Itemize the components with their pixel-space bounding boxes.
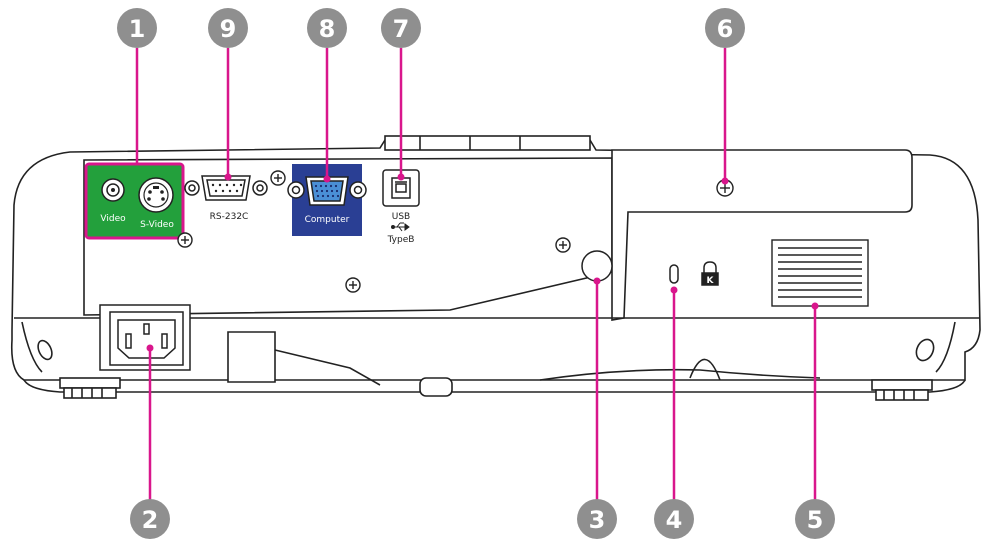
callout-number: 3 [589,506,606,534]
svg-text:K: K [707,276,715,286]
rs232c-port [184,175,268,201]
callout-badge-7: 7 [381,8,421,48]
remote-receiver [581,250,613,282]
screw-icon [270,170,286,186]
rear-foot [419,377,453,397]
adjustable-foot-left [59,377,121,399]
callout-number: 2 [142,506,159,534]
callout-badge-8: 8 [307,8,347,48]
projector-body [10,135,981,401]
rs232c-label: RS-232C [210,212,249,222]
callout-lines [135,48,817,504]
usb-port [382,169,420,207]
callout-badge-2: 2 [130,499,170,539]
callout-number: 6 [717,15,734,43]
callout-badge-6: 6 [705,8,745,48]
video-svideo-ports: Video S-Video [84,162,185,240]
callout-badge-1: 1 [117,8,157,48]
callout-number: 8 [319,15,336,43]
callout-badge-9: 9 [208,8,248,48]
lamp-cover-screw [716,179,734,197]
callout-number: 1 [129,15,146,43]
callout-number: 9 [220,15,237,43]
adjustable-foot-right [871,379,933,401]
usb-symbol-icon [391,222,410,232]
usb-label: USB [392,212,410,222]
air-exhaust-vent [771,239,869,307]
screw-icon [177,232,193,248]
computer-label: Computer [305,215,350,225]
usb-type-label: TypeB [387,235,415,245]
screw-icon [345,277,361,293]
svideo-label: S-Video [140,220,174,230]
lock-icon: K [701,261,719,286]
callout-number: 4 [666,506,683,534]
screw-icon [555,237,571,253]
callout-number: 7 [393,15,410,43]
security-slot [669,264,679,284]
video-label: Video [100,214,126,224]
callout-badge-5: 5 [795,499,835,539]
power-inlet [99,304,191,371]
video-port [101,178,125,202]
callout-badge-4: 4 [654,499,694,539]
callout-number: 5 [807,506,824,534]
callout-badge-3: 3 [577,499,617,539]
svideo-port [138,177,174,213]
computer-port: Computer [287,164,367,236]
